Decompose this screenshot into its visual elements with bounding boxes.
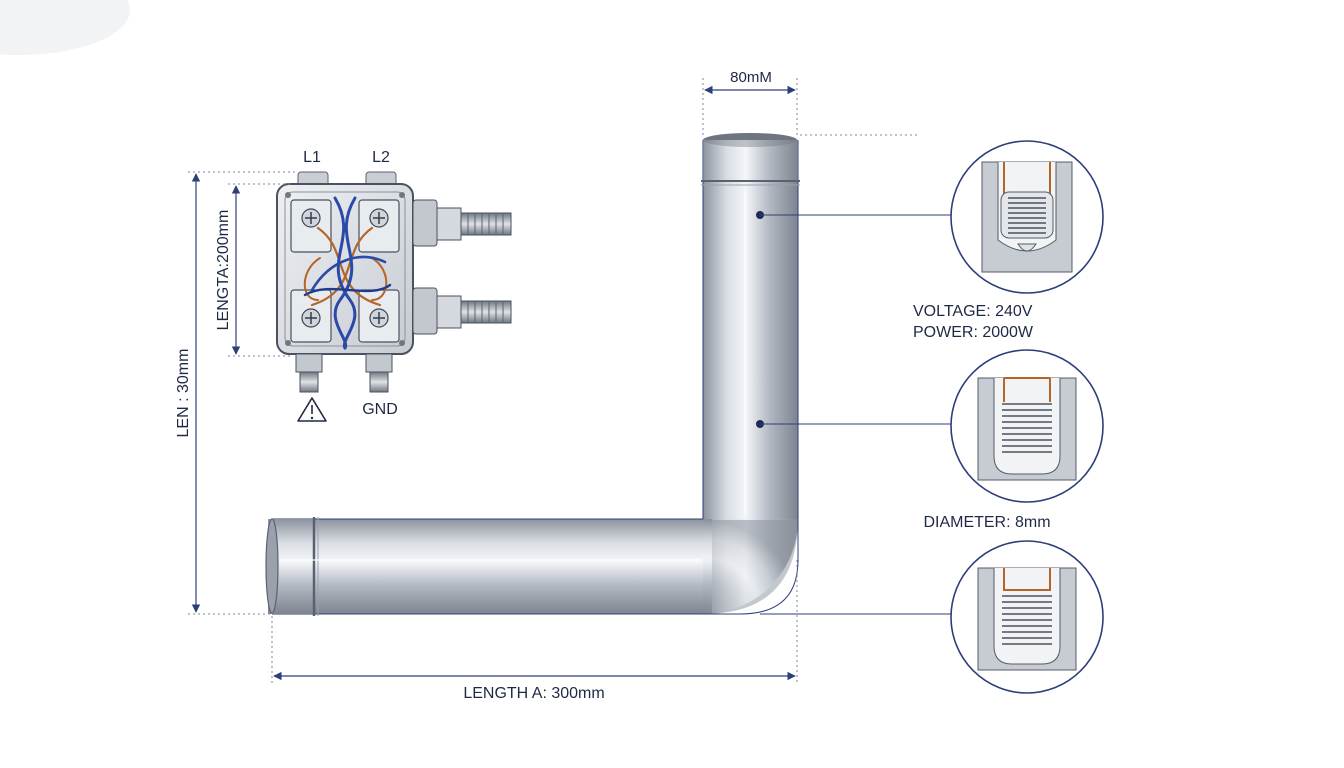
detail-view-1 — [950, 140, 1104, 294]
detail-view-2 — [950, 349, 1104, 503]
length-a-label: LENGTH A: 300mm — [463, 685, 604, 702]
leader-lines — [756, 211, 951, 615]
power-label: POWER: 2000W — [913, 324, 1034, 341]
heating-pipe — [265, 133, 800, 616]
dimension-lines — [188, 78, 918, 684]
corner-shadow — [0, 0, 130, 55]
junction-box — [276, 171, 512, 393]
box-height-label: LENGTA:200mm — [215, 210, 232, 331]
diameter-label: DIAMETER: 8mm — [923, 514, 1050, 531]
ground-label: GND — [362, 401, 398, 418]
terminal-l2-label: L2 — [372, 149, 390, 166]
terminal-l1-label: L1 — [303, 149, 321, 166]
overall-height-label: LEN : 30mm — [175, 349, 192, 438]
voltage-label: VOLTAGE: 240V — [913, 303, 1033, 320]
detail-view-3 — [950, 540, 1104, 694]
warning-triangle-icon — [297, 397, 327, 422]
top-diameter-label: 80mM — [730, 69, 772, 86]
